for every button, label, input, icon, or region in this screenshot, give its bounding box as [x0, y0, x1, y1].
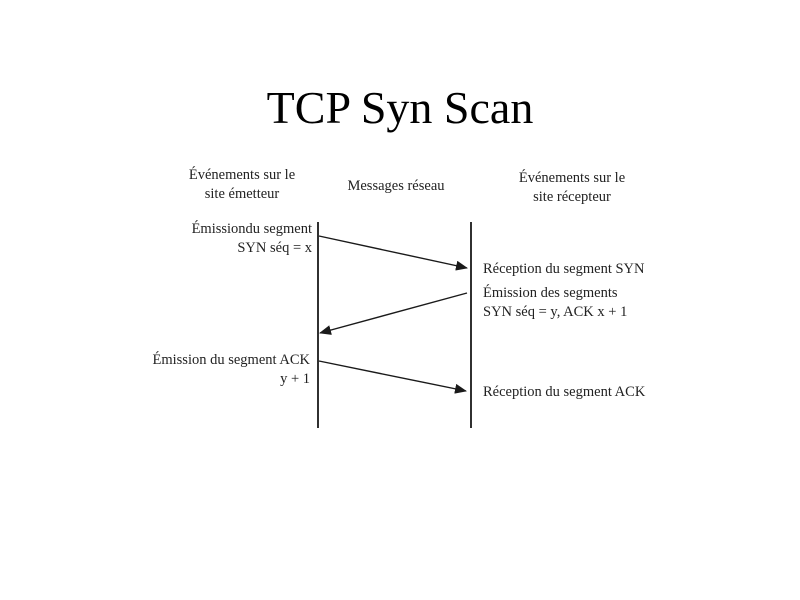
ack-send-event: Émission du segment ACK y + 1	[120, 351, 311, 389]
ack-send-line-1: Émission du segment ACK	[152, 352, 311, 368]
ack-receive-text: Réception du segment ACK	[483, 384, 646, 400]
syn-send-event: Émissiondu segment SYN séq = x	[150, 220, 312, 258]
receiver-header-line-1: Événements sur le	[518, 170, 626, 186]
synack-send-line-1: Émission des segments	[483, 285, 618, 301]
sender-column-header: Événements sur le site émetteur	[170, 166, 314, 204]
syn-arrow	[318, 235, 468, 271]
syn-receive-event: Réception du segment SYN	[483, 260, 645, 279]
syn-send-line-2: SYN séq = x	[237, 240, 312, 256]
ack-arrow	[318, 360, 467, 394]
ack-send-line-2: y + 1	[280, 371, 310, 387]
ack-receive-event: Réception du segment ACK	[483, 383, 645, 402]
synack-send-line-2: SYN séq = y, ACK x + 1	[483, 304, 628, 320]
network-header-text: Messages réseau	[347, 178, 445, 194]
syn-send-line-1: Émissiondu segment	[191, 221, 312, 237]
receiver-column-header: Événements sur le site récepteur	[500, 169, 644, 207]
receiver-header-line-2: site récepteur	[533, 189, 611, 205]
network-column-header: Messages réseau	[330, 177, 462, 196]
synack-send-event: Émission des segments SYN séq = y, ACK x…	[483, 284, 627, 322]
slide-title: TCP Syn Scan	[266, 82, 534, 133]
syn-receive-text: Réception du segment SYN	[483, 261, 645, 277]
sender-header-line-1: Événements sur le	[188, 167, 296, 183]
synack-arrow	[319, 292, 468, 335]
sender-header-line-2: site émetteur	[204, 186, 280, 202]
